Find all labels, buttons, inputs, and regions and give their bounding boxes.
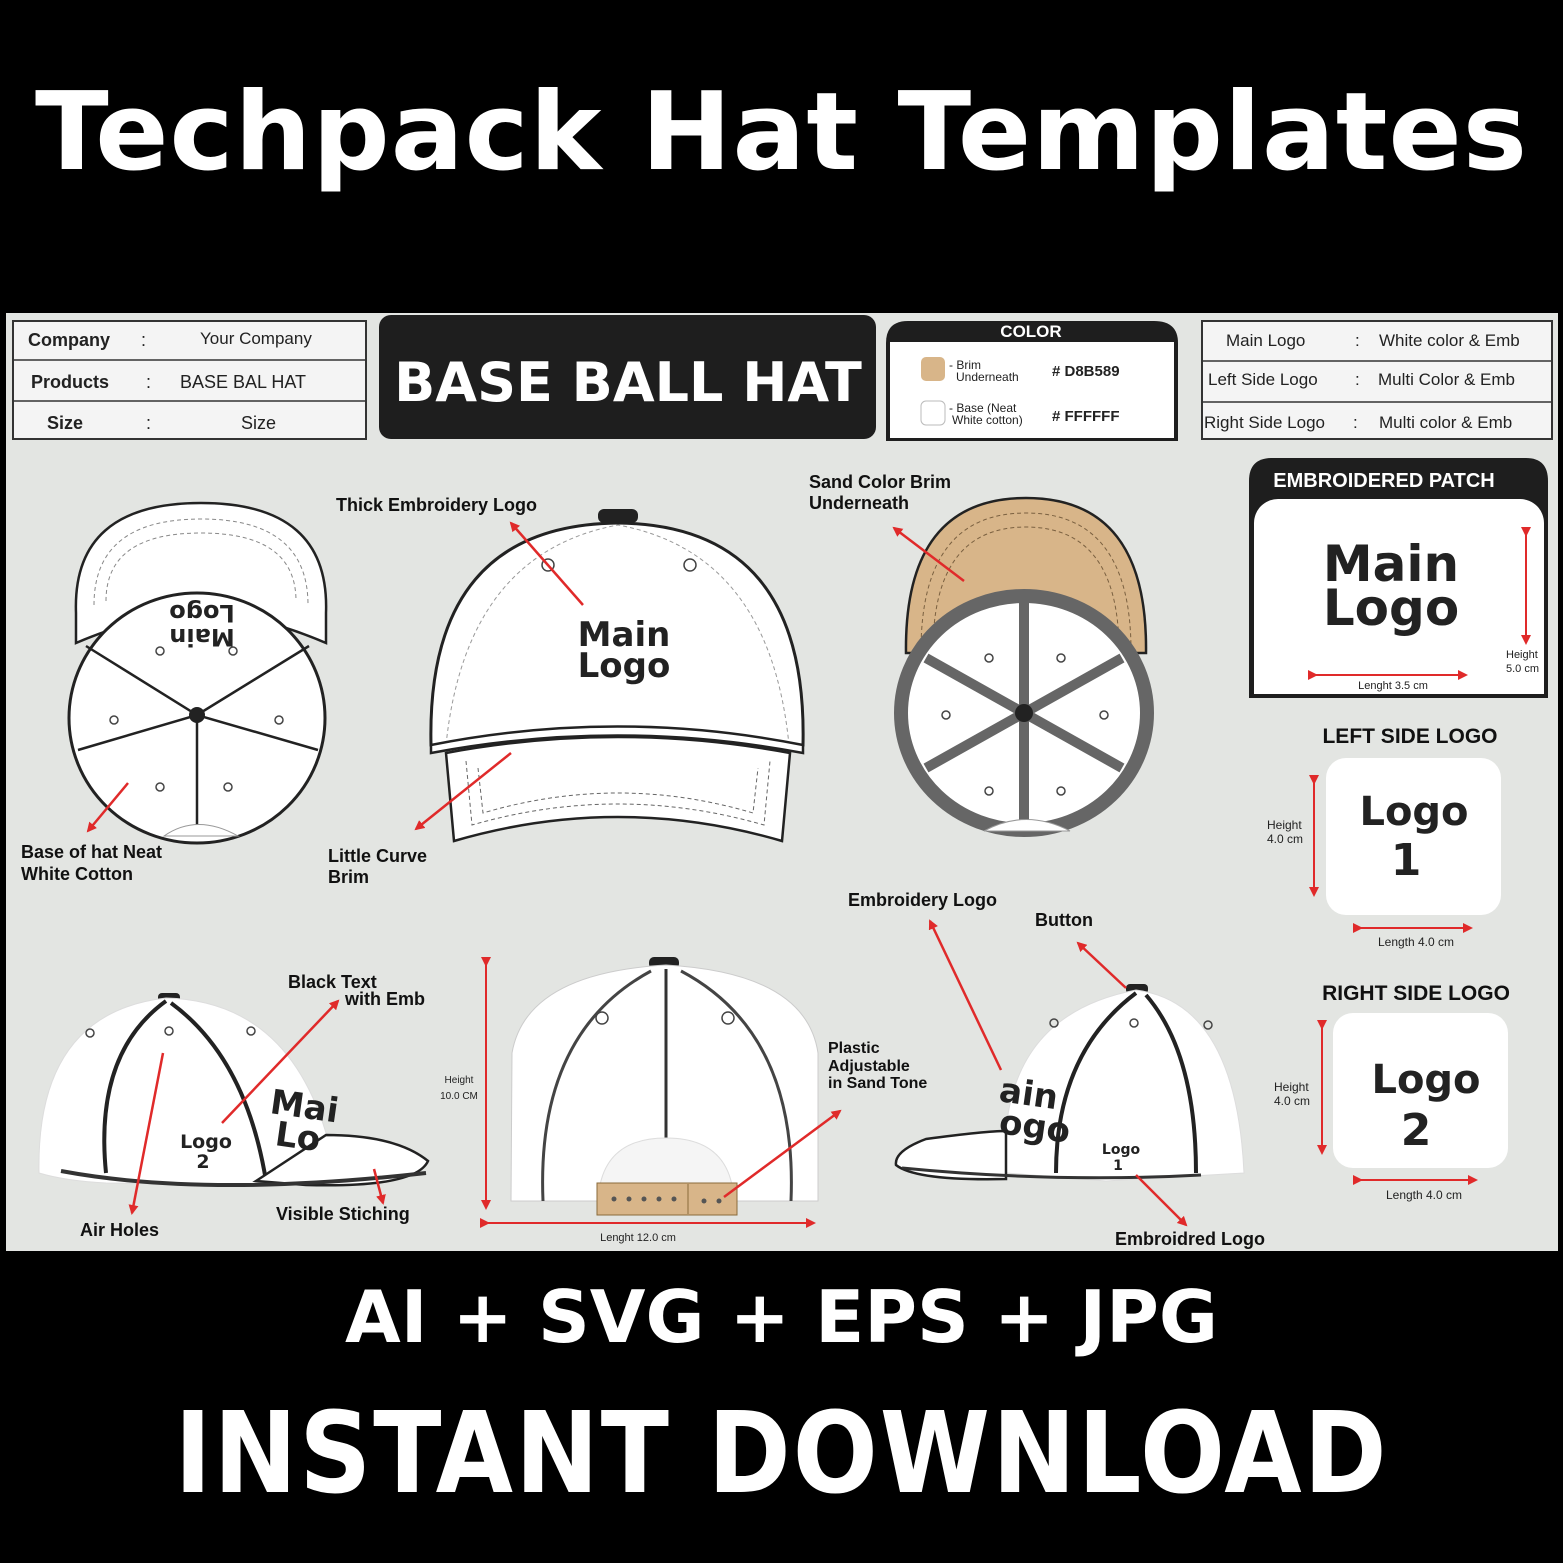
logo-main-sep: : bbox=[1355, 331, 1360, 350]
logo-table: Main Logo : White color & Emb Left Side … bbox=[1201, 320, 1553, 440]
info-company-label: Company bbox=[28, 330, 110, 350]
callout-sand-line1: Sand Color Brim bbox=[809, 472, 951, 492]
top-view-main-text: Main bbox=[169, 623, 234, 651]
swatch-1-line1: - Brim bbox=[949, 358, 981, 372]
header-title: BASE BALL HAT bbox=[394, 351, 862, 414]
swatch-white bbox=[920, 400, 946, 426]
left-side-logo-block: LEFT SIDE LOGO Logo 1 Height 4.0 cm Leng… bbox=[1267, 725, 1501, 949]
color-heading: COLOR bbox=[1000, 322, 1061, 341]
patch-heading: EMBROIDERED PATCH bbox=[1273, 470, 1494, 492]
right-logo-length-label: Length 4.0 cm bbox=[1386, 1188, 1462, 1202]
callout-embroidery-logo: Embroidery Logo bbox=[848, 890, 997, 910]
techpack-sheet: Company : Your Company Products : BASE B… bbox=[6, 313, 1558, 1251]
logo-left-value: Multi Color & Emb bbox=[1378, 370, 1515, 389]
side-main-text: Mai bbox=[268, 1082, 341, 1131]
patch-logo-line2: Logo bbox=[1323, 579, 1459, 637]
header-banner: BASE BALL HAT bbox=[379, 315, 876, 439]
patch-length-label: Lenght 3.5 cm bbox=[1358, 680, 1428, 692]
info-products-value: BASE BAL HAT bbox=[180, 372, 306, 392]
side-logo-text: Lo bbox=[273, 1114, 323, 1160]
right-side-logo-text: ogo bbox=[997, 1102, 1073, 1152]
logo-left-label: Left Side Logo bbox=[1208, 370, 1318, 389]
front-main-text: Main bbox=[578, 615, 671, 655]
logo-right-label: Right Side Logo bbox=[1204, 413, 1325, 432]
top-view-logo-text: Logo bbox=[169, 599, 234, 627]
info-table: Company : Your Company Products : BASE B… bbox=[12, 320, 367, 440]
hat-front-view: Main Logo bbox=[429, 509, 805, 843]
info-size-value: Size bbox=[241, 413, 276, 433]
callout-curve-line2: Brim bbox=[328, 867, 369, 887]
callout-visible-stitching: Visible Stiching bbox=[276, 1204, 410, 1224]
swatch-2-line2: White cotton) bbox=[952, 413, 1023, 427]
callout-labels: Base of hat Neat White Cotton Thick Embr… bbox=[21, 472, 1265, 1249]
callout-air-holes: Air Holes bbox=[80, 1220, 159, 1240]
right-logo-num: 2 bbox=[1401, 1105, 1432, 1156]
back-height-value: 10.0 CM bbox=[440, 1091, 478, 1102]
color-box: COLOR - Brim Underneath # D8B589 - Base … bbox=[886, 321, 1178, 441]
right-logo-height-label: Height bbox=[1274, 1080, 1309, 1094]
swatch-1-code: # D8B589 bbox=[1052, 363, 1120, 380]
front-logo-text: Logo bbox=[578, 646, 671, 686]
left-logo-height-label: Height bbox=[1267, 818, 1302, 832]
callout-plastic-line2: Adjustable bbox=[828, 1058, 910, 1075]
patch-logo-line1: Main bbox=[1323, 535, 1459, 593]
swatch-1-line2: Underneath bbox=[956, 370, 1019, 384]
info-products-label: Products bbox=[31, 372, 109, 392]
logo-right-sep: : bbox=[1353, 413, 1358, 432]
left-logo-heading: LEFT SIDE LOGO bbox=[1322, 725, 1497, 748]
right-side-main-text: ain bbox=[997, 1070, 1061, 1118]
callout-black-text-line1: Black Text bbox=[288, 972, 377, 992]
side-logo2-num: 2 bbox=[196, 1151, 209, 1173]
left-logo-num: 1 bbox=[1391, 835, 1422, 886]
callout-button: Button bbox=[1035, 910, 1093, 930]
callout-base-line1: Base of hat Neat bbox=[21, 842, 162, 862]
right-logo-height-value: 4.0 cm bbox=[1274, 1094, 1310, 1108]
hat-underside-view bbox=[894, 496, 1154, 837]
info-company-value: Your Company bbox=[200, 329, 312, 348]
swatch-sand bbox=[921, 357, 945, 381]
swatch-2-line1: - Base (Neat bbox=[949, 401, 1017, 415]
hat-left-side-view: Mai Lo Logo 2 bbox=[38, 993, 430, 1187]
info-size-sep: : bbox=[146, 413, 151, 433]
left-logo-height-value: 4.0 cm bbox=[1267, 832, 1303, 846]
right-side-logo-block: RIGHT SIDE LOGO Logo 2 Height 4.0 cm Len… bbox=[1274, 982, 1510, 1202]
back-length-label: Lenght 12.0 cm bbox=[600, 1232, 676, 1244]
logo-main-value: White color & Emb bbox=[1379, 331, 1520, 350]
side-logo2-word: Logo bbox=[180, 1131, 232, 1153]
hat-top-view: Main Logo bbox=[67, 501, 328, 845]
callout-sand-line2: Underneath bbox=[809, 493, 909, 513]
right-logo-heading: RIGHT SIDE LOGO bbox=[1322, 982, 1510, 1005]
info-products-sep: : bbox=[146, 372, 151, 392]
swatch-2-code: # FFFFFF bbox=[1052, 408, 1120, 425]
right-side-logo1-word: Logo bbox=[1102, 1142, 1141, 1158]
right-side-logo1-num: 1 bbox=[1113, 1158, 1123, 1174]
callout-arrows bbox=[86, 521, 1188, 1227]
callout-plastic-line1: Plastic bbox=[828, 1040, 880, 1057]
callout-thick-emb: Thick Embroidery Logo bbox=[336, 495, 537, 515]
logo-left-sep: : bbox=[1355, 370, 1360, 389]
callout-plastic-line3: in Sand Tone bbox=[828, 1075, 927, 1092]
embroidered-patch: EMBROIDERED PATCH Main Logo Height 5.0 c… bbox=[1249, 458, 1548, 698]
right-logo-word: Logo bbox=[1371, 1057, 1480, 1103]
info-size-label: Size bbox=[47, 413, 83, 433]
instant-download-label: INSTANT DOWNLOAD bbox=[174, 1387, 1389, 1520]
patch-height-value: 5.0 cm bbox=[1506, 663, 1539, 675]
back-height-label: Height bbox=[445, 1075, 474, 1086]
hat-right-side-view: ain ogo Logo 1 bbox=[894, 984, 1245, 1182]
main-title: Techpack Hat Templates bbox=[34, 70, 1529, 195]
techpack-artwork: Company : Your Company Products : BASE B… bbox=[12, 315, 1553, 1249]
left-logo-word: Logo bbox=[1359, 789, 1468, 835]
logo-main-label: Main Logo bbox=[1226, 331, 1305, 350]
formats-label: AI + SVG + EPS + JPG bbox=[344, 1275, 1219, 1359]
info-company-sep: : bbox=[141, 330, 146, 350]
callout-black-text-line2: with Emb bbox=[344, 989, 425, 1009]
left-logo-length-label: Length 4.0 cm bbox=[1378, 935, 1454, 949]
hat-back-view: Height 10.0 CM Lenght 12.0 cm bbox=[440, 957, 819, 1244]
callout-base-line2: White Cotton bbox=[21, 864, 133, 884]
logo-right-value: Multi color & Emb bbox=[1379, 413, 1512, 432]
callout-curve-line1: Little Curve bbox=[328, 846, 427, 866]
patch-height-label: Height bbox=[1506, 649, 1538, 661]
callout-embroidred-logo: Embroidred Logo bbox=[1115, 1229, 1265, 1249]
